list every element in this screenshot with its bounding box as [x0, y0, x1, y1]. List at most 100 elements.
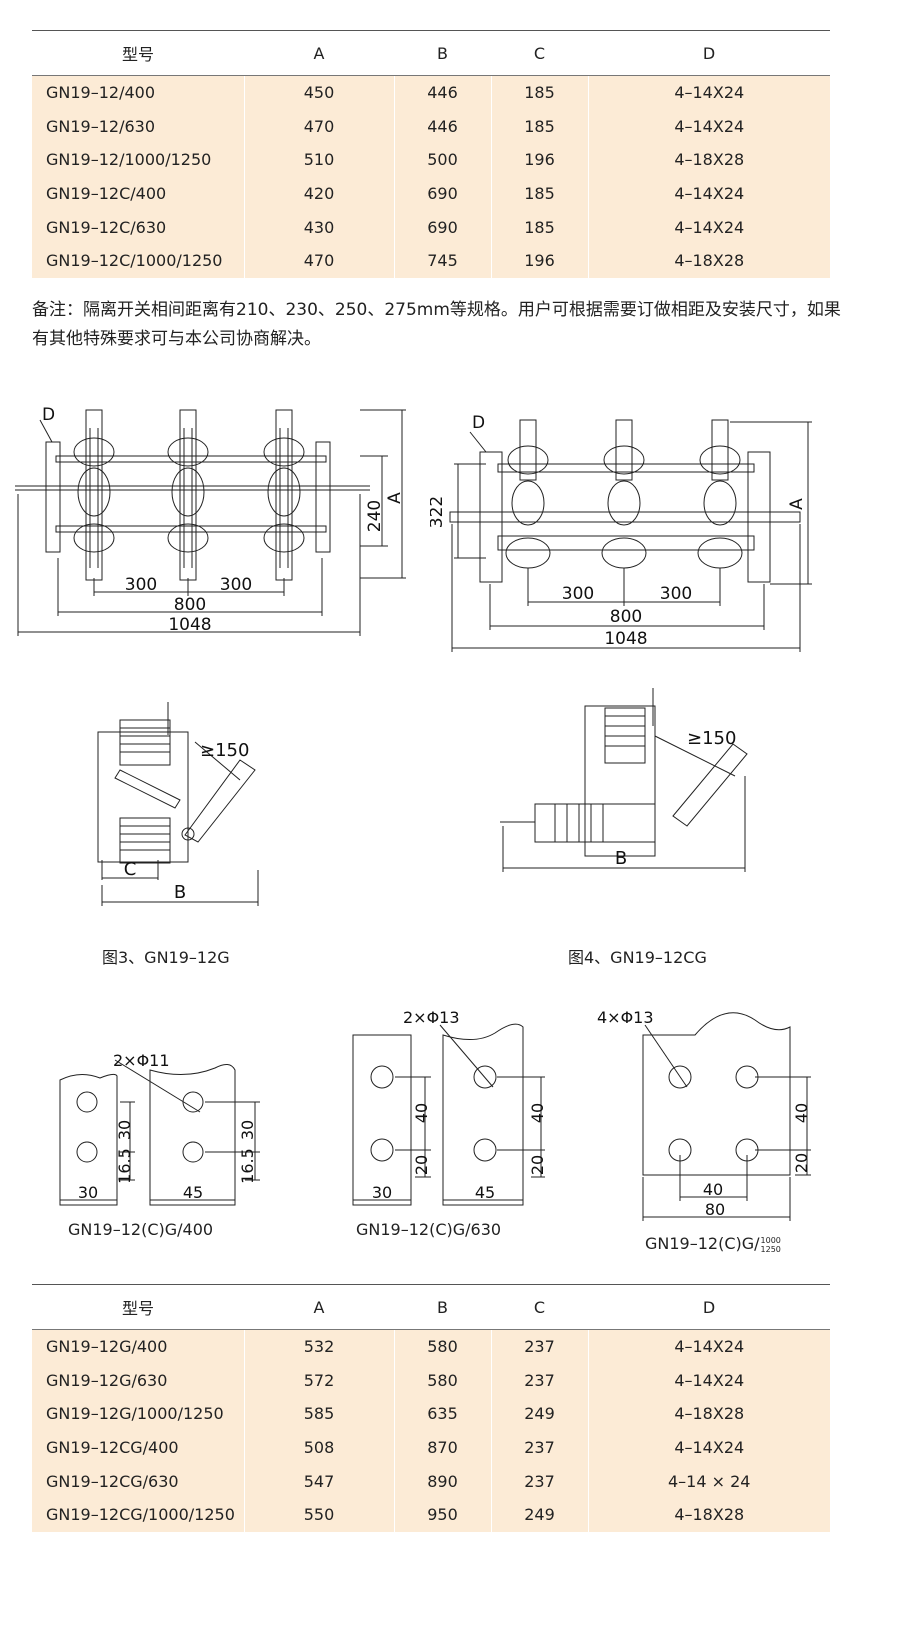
dim-300-right: 300: [220, 575, 252, 595]
cell-c: 249: [490, 1497, 588, 1532]
header-b: B: [394, 30, 491, 76]
figure-gn19-12g-side: ≥150 C B: [97, 702, 259, 906]
cell-d: 4–14X24: [587, 109, 830, 144]
dim-40-horizontal: 40: [703, 1180, 723, 1199]
cell-a: 572: [243, 1363, 394, 1398]
cell-model: GN19–12G/1000/1250: [46, 1404, 224, 1424]
cell-b: 635: [393, 1397, 491, 1431]
dim-16-5-right: 16.5: [238, 1148, 257, 1184]
cell-a: 470: [243, 243, 394, 278]
cell-a: 420: [243, 176, 394, 211]
cell-d: 4–18X28: [587, 1497, 830, 1532]
cell-d: 4–14 × 24: [587, 1464, 830, 1498]
holes-label: 4×Φ13: [597, 1008, 654, 1027]
dim-240: 240: [365, 500, 385, 532]
cell-d: 4–14X24: [587, 210, 830, 244]
cell-model: GN19–12CG/400: [46, 1438, 179, 1458]
header-model: 型号: [32, 1284, 244, 1330]
cell-a: 508: [243, 1430, 394, 1465]
cell-a: 547: [243, 1464, 394, 1498]
header-model: 型号: [32, 30, 244, 76]
dim-16-5: 16.5: [115, 1148, 134, 1184]
dim-800: 800: [174, 595, 206, 615]
cell-model: GN19–12C/630: [46, 217, 167, 237]
cell-c: 196: [490, 243, 588, 278]
cell-b: 580: [393, 1329, 491, 1364]
header-c: C: [491, 30, 588, 76]
cell-b: 580: [393, 1363, 491, 1398]
dim-40-vertical: 40: [412, 1103, 431, 1123]
dim-a: A: [385, 492, 405, 504]
header-d: D: [588, 1284, 830, 1330]
cell-model: GN19–12/630: [46, 116, 156, 136]
dim-a: A: [787, 498, 807, 510]
dim-300-left: 300: [562, 584, 594, 604]
remark-note: 备注：隔离开关相间距离有210、230、250、275mm等规格。用户可根据需要…: [32, 300, 841, 349]
fraction-top: 1000: [760, 1235, 781, 1245]
cell-a: 532: [243, 1329, 394, 1364]
figure-3-caption: 图3、GN19–12G: [102, 948, 230, 967]
fraction-bottom: 1250: [760, 1244, 781, 1254]
cell-b: 690: [393, 210, 491, 244]
dim-30-horizontal: 30: [78, 1183, 98, 1202]
label-d: D: [472, 413, 485, 433]
cell-c: 185: [490, 109, 588, 144]
figure-gn19-12-front: D 240 A 300 300 800 1048: [15, 405, 406, 636]
cell-a: 550: [243, 1497, 394, 1532]
cell-d: 4–14X24: [587, 75, 830, 110]
cell-c: 237: [490, 1329, 588, 1364]
figure-gn19-12cg-side: ≥150 B: [500, 688, 748, 872]
cell-model: GN19–12C/1000/1250: [46, 251, 223, 271]
figure-gn19-12c-front: D 322 A 300 300 800 1048: [430, 413, 812, 652]
dim-40-vertical: 40: [792, 1103, 811, 1123]
cell-c: 185: [490, 75, 588, 110]
cell-model: GN19–12C/400: [46, 184, 167, 204]
dim-300-right: 300: [660, 584, 692, 604]
cell-b: 950: [393, 1497, 491, 1532]
terminal-1000-drawing: 4×Φ13 40 20 40 80: [597, 1008, 811, 1221]
holes-label: 2×Φ13: [403, 1008, 460, 1027]
dim-30-vertical-right: 30: [238, 1120, 257, 1140]
dim-20-vertical-right: 20: [528, 1155, 547, 1175]
cell-b: 446: [393, 75, 491, 110]
header-c: C: [491, 1284, 588, 1330]
dim-80-horizontal: 80: [705, 1200, 725, 1219]
cell-d: 4–18X28: [587, 143, 830, 177]
label-d: D: [42, 405, 55, 425]
cell-a: 510: [243, 143, 394, 177]
cell-b: 745: [393, 243, 491, 278]
cell-model: GN19–12/400: [46, 83, 156, 103]
cell-d: 4–18X28: [587, 243, 830, 278]
cell-model: GN19–12CG/1000/1250: [46, 1505, 235, 1525]
dim-300-left: 300: [125, 575, 157, 595]
cell-c: 196: [490, 143, 588, 177]
terminal-400-drawing: 2×Φ11 30 16.5 30 16.5 30 45: [59, 1051, 260, 1206]
cell-a: 585: [243, 1397, 394, 1431]
dim-45-horizontal: 45: [475, 1183, 495, 1202]
table-header-row: 型号 A B C D: [32, 1284, 830, 1330]
dim-40-vertical-right: 40: [528, 1103, 547, 1123]
cell-d: 4–14X24: [587, 1363, 830, 1398]
header-b: B: [394, 1284, 491, 1330]
cell-b: 446: [393, 109, 491, 144]
dim-1048: 1048: [168, 615, 211, 635]
cell-c: 185: [490, 210, 588, 244]
header-d: D: [588, 30, 830, 76]
cell-d: 4–14X24: [587, 176, 830, 211]
cell-b: 500: [393, 143, 491, 177]
dim-800: 800: [610, 607, 642, 627]
cell-model: GN19–12/1000/1250: [46, 150, 212, 170]
terminal-630-caption: GN19–12(C)G/630: [356, 1220, 502, 1239]
